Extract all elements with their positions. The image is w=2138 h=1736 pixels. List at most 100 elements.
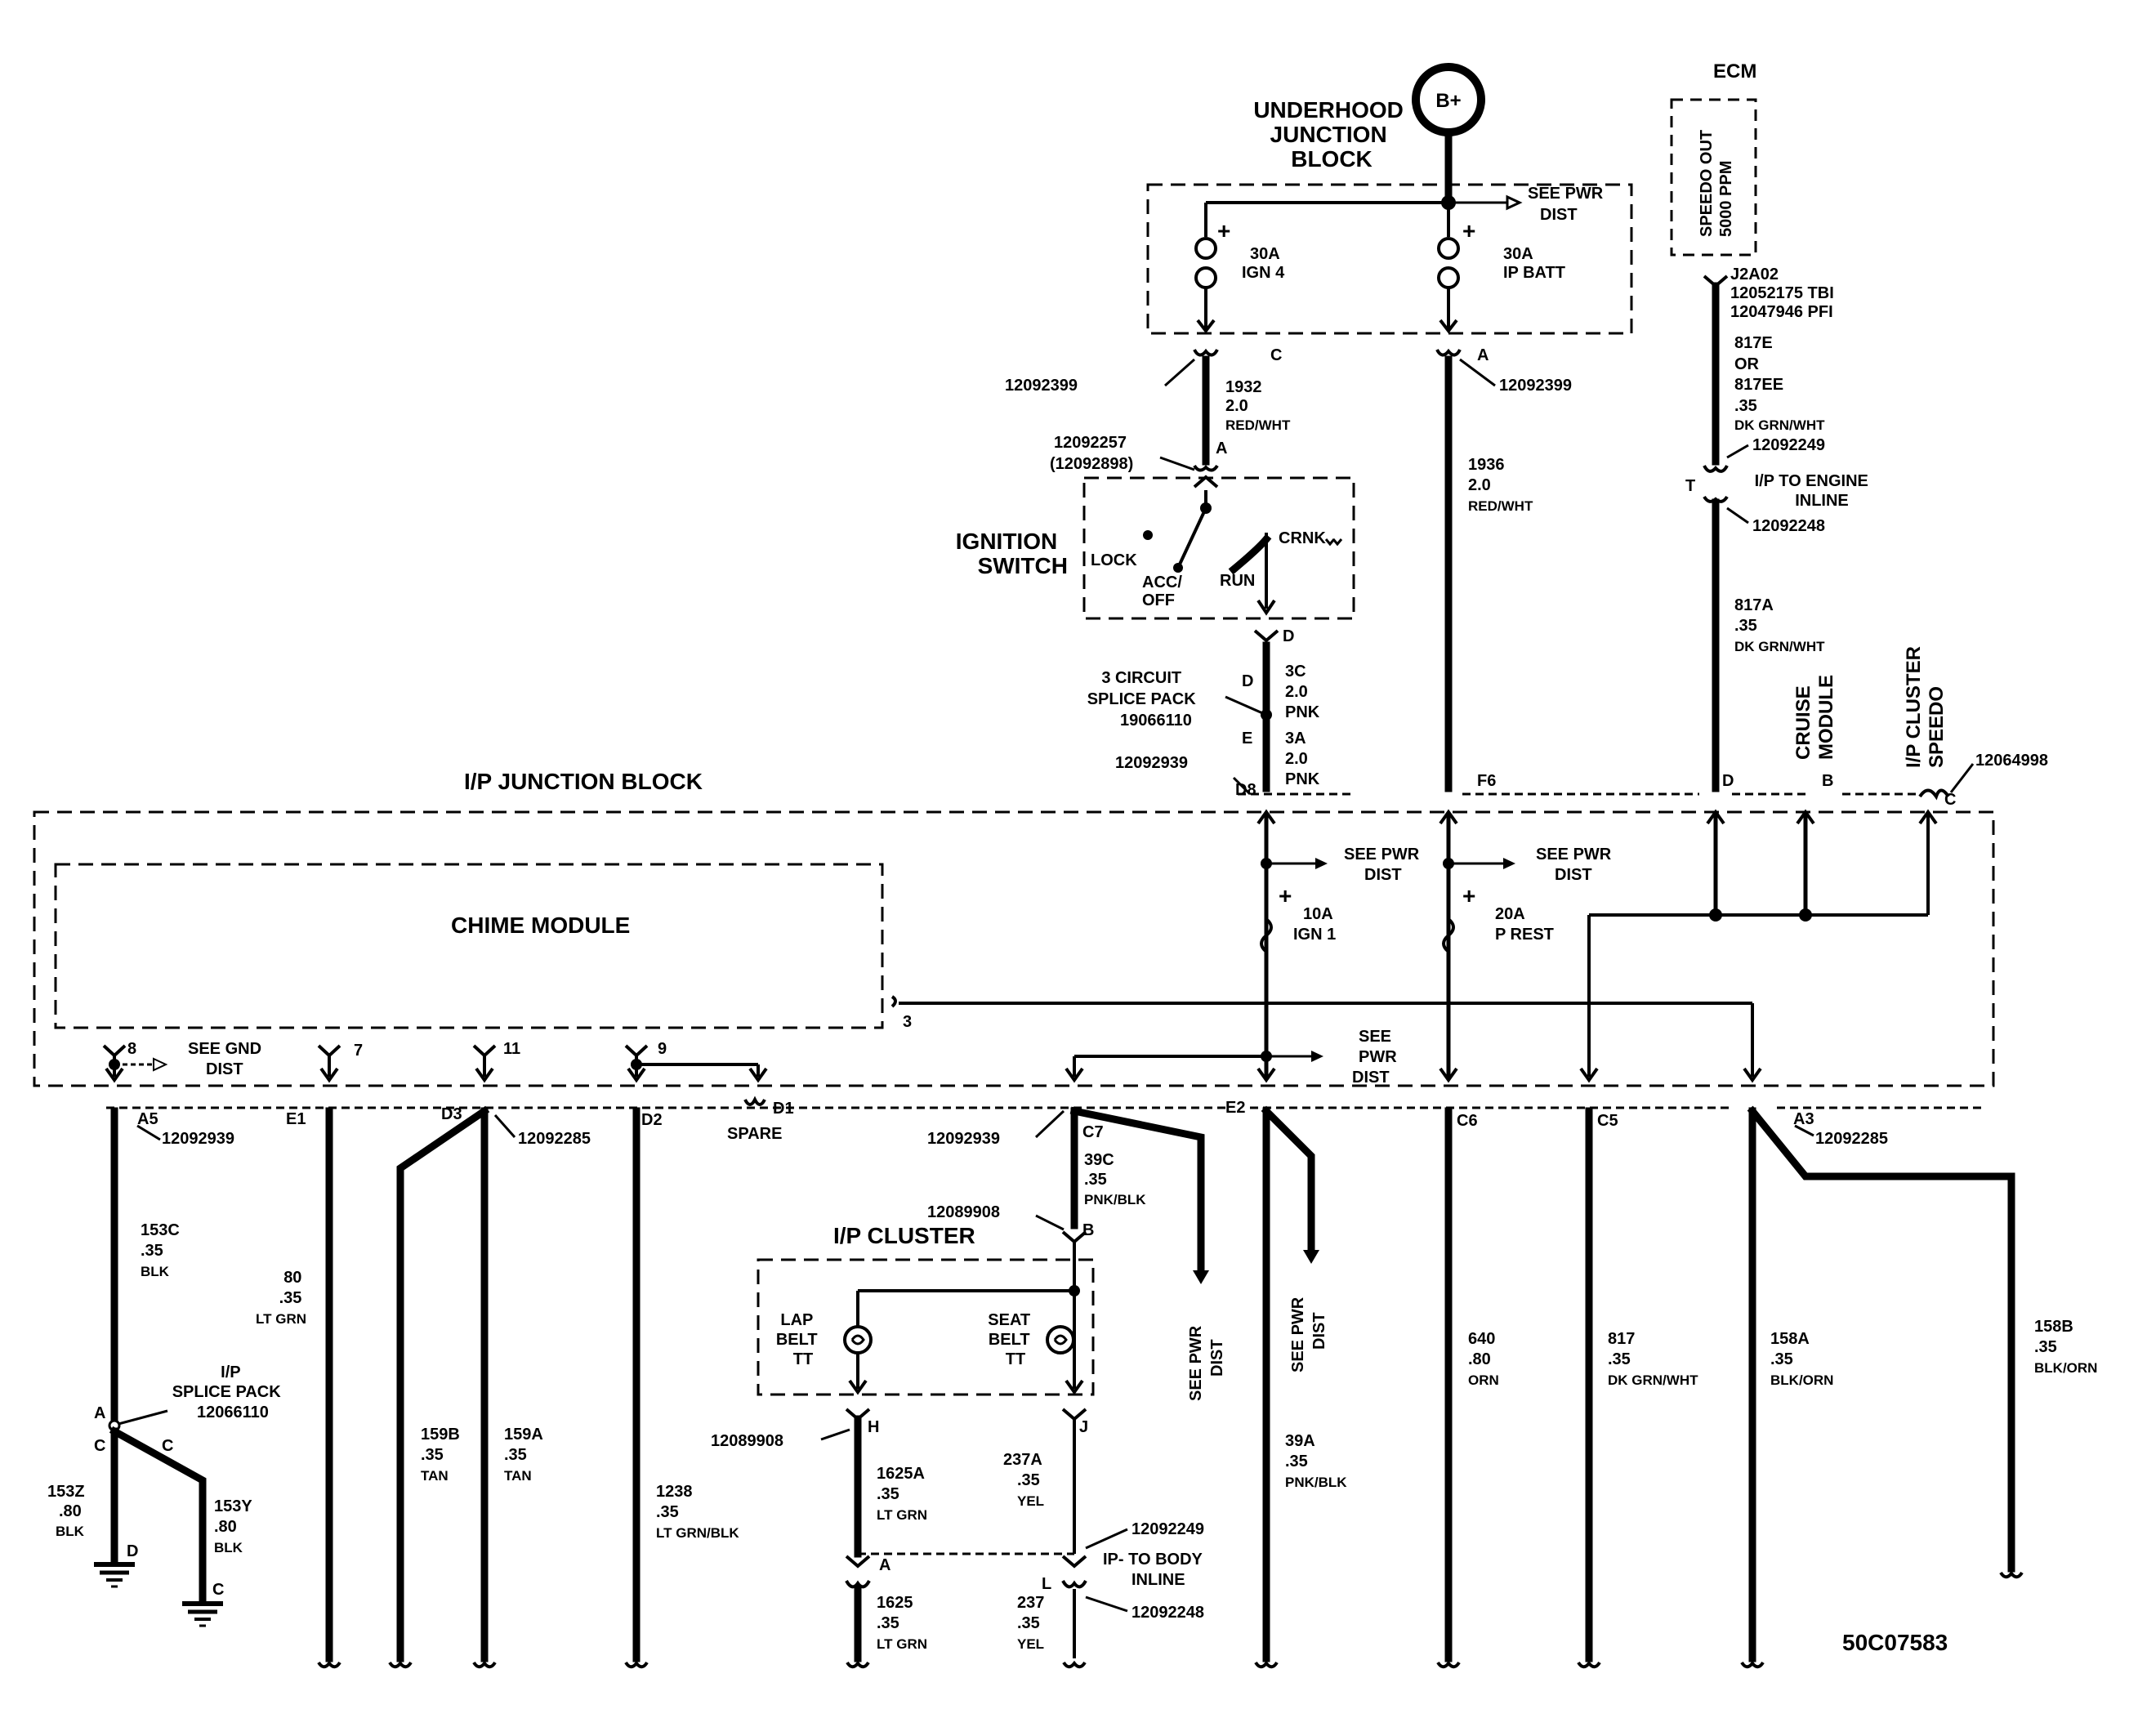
conn-12092399-left: 12092399 xyxy=(1005,377,1078,395)
pin-a-label: A xyxy=(1477,346,1489,364)
lap-belt-label: LAP BELT TT xyxy=(776,1311,822,1368)
splice-pack-19066110: 3 CIRCUIT SPLICE PACK 19066110 xyxy=(1087,669,1201,730)
ground-pin-c: C xyxy=(212,1581,224,1599)
spare-label: SPARE xyxy=(727,1125,782,1143)
lap-belt-lamp-icon xyxy=(843,1325,873,1354)
wire-3a-label: 3A 2.0 PNK xyxy=(1285,730,1320,788)
svg-text:+: + xyxy=(1279,883,1292,908)
acc-off-label: ACC/ OFF xyxy=(1142,573,1186,609)
cluster-speedo-label: I/P CLUSTER SPEEDO xyxy=(1903,640,1948,768)
fuse-ipbatt-label: 30A IP BATT xyxy=(1503,245,1565,282)
chime-pin-9: 9 xyxy=(658,1040,667,1058)
conn-12092399-right: 12092399 xyxy=(1499,377,1572,395)
splice-pin-d: D xyxy=(1242,672,1253,690)
wire-80-label: 80 .35 LT GRN xyxy=(256,1269,306,1327)
ecm-terminal: J2A02 12052175 TBI 12047946 PFI xyxy=(1730,266,1838,321)
conn-12092285-d3: 12092285 xyxy=(518,1130,591,1148)
conn-12089908-b: 12089908 xyxy=(927,1203,1000,1221)
ip-junction-title: I/P JUNCTION BLOCK xyxy=(464,769,703,794)
pin-c7: C7 xyxy=(1082,1123,1104,1141)
cruise-module-label: CRUISE MODULE xyxy=(1792,675,1837,760)
ground-pin-d: D xyxy=(127,1542,138,1560)
pin3-a3-segments xyxy=(1743,1003,1762,1083)
svg-text:+: + xyxy=(1462,883,1475,908)
wire-39c-label: 39C .35 PNK/BLK xyxy=(1084,1151,1146,1207)
fuse-ipbatt-icon xyxy=(1437,237,1460,260)
ip-engine-inline-label: I/P TO ENGINE INLINE xyxy=(1755,472,1873,510)
pin-d1: D1 xyxy=(773,1100,794,1118)
seat-belt-label: SEAT BELT TT xyxy=(988,1311,1034,1368)
ecm-pin-t: T xyxy=(1685,477,1695,495)
lock-label: LOCK xyxy=(1091,551,1137,569)
splice-pin-e: E xyxy=(1242,730,1252,748)
pin-c5: C5 xyxy=(1597,1112,1618,1130)
pin-speedo-c: C xyxy=(1944,791,1956,809)
inline-pin-a: A xyxy=(879,1556,890,1574)
wire-1936-label: 1936 2.0 RED/WHT xyxy=(1468,456,1533,514)
wire-158a-label: 158A .35 BLK/ORN xyxy=(1770,1330,1833,1388)
ignition-switch-box xyxy=(1082,476,1355,620)
wire-817-label: 817 .35 DK GRN/WHT xyxy=(1608,1330,1698,1388)
see-gnd-dist: SEE GND DIST xyxy=(188,1040,266,1078)
seat-belt-lamp-icon xyxy=(1046,1325,1075,1354)
ignition-pin-a: A xyxy=(1216,440,1227,457)
pin-d-label: D xyxy=(1283,627,1294,645)
conn-12089908-h: 12089908 xyxy=(711,1432,783,1450)
fuse-prest-label: 20A P REST xyxy=(1495,905,1554,944)
conn-12092249-ecm: 12092249 xyxy=(1752,436,1825,454)
ignition-switch-title: IGNITION SWITCH xyxy=(956,529,1068,578)
ip-cluster-title: I/P CLUSTER xyxy=(833,1223,975,1248)
wire-1932-label: 1932 2.0 RED/WHT xyxy=(1225,378,1291,433)
bottom-connector-row: A5 12092939 E1 D3 12092285 D2 D1 SPARE 1… xyxy=(106,1096,1985,1148)
ip-splice-pack: I/P SPLICE PACK 12066110 xyxy=(172,1363,286,1421)
ip-junction-box xyxy=(33,810,1995,1087)
wire-1238-label: 1238 .35 LT GRN/BLK xyxy=(656,1483,739,1541)
cluster-pin-h: H xyxy=(868,1418,879,1436)
conn-12092249-cluster: 12092249 xyxy=(1131,1520,1204,1538)
pin-a5: A5 xyxy=(137,1110,158,1128)
see-pwr-dist-3: SEE PWR DIST xyxy=(1352,1028,1401,1087)
fuse-ign4-icon xyxy=(1194,237,1217,260)
fuse-ign1-label: 10A IGN 1 xyxy=(1293,905,1337,944)
chime-pins: 8 SEE GND DIST 7 11 9 xyxy=(102,1040,768,1083)
underhood-box xyxy=(1146,183,1633,335)
pin-a3: A3 xyxy=(1793,1110,1814,1128)
document-id: 50C07583 xyxy=(1842,1630,1948,1655)
ign1-feed: D 3C 2.0 PNK 3A 2.0 PNK 3 CIRCUIT SPLICE… xyxy=(1087,627,1497,799)
pin-d8: D8 xyxy=(1235,781,1256,799)
wire-153z-label: 153Z .80 BLK xyxy=(47,1483,89,1539)
pin-c6: C6 xyxy=(1457,1112,1478,1130)
svg-text:+: + xyxy=(1462,218,1475,243)
see-pwr-dist-ign1: SEE PWR DIST xyxy=(1344,846,1424,884)
see-pwr-dist-prest: SEE PWR DIST xyxy=(1536,846,1616,884)
fuse-prest-icon xyxy=(1442,917,1455,953)
wire-817e-label: 817E OR 817EE .35 DK GRN/WHT xyxy=(1734,334,1825,433)
chime-pin-7: 7 xyxy=(354,1042,363,1060)
pin-cruise-d: D xyxy=(1722,772,1734,790)
wire-237a-label: 237A .35 YEL xyxy=(1003,1451,1047,1509)
conn-12092248-ecm: 12092248 xyxy=(1752,517,1825,535)
conn-12092939-d8: 12092939 xyxy=(1115,754,1188,772)
wire-3c-label: 3C 2.0 PNK xyxy=(1285,663,1320,721)
ground-icon xyxy=(182,1601,223,1627)
ground-icon xyxy=(94,1562,135,1588)
wire-153y-label: 153Y .80 BLK xyxy=(214,1497,257,1555)
chime-pin-11: 11 xyxy=(503,1040,520,1058)
bottom-wires: 153C .35 BLK A I/P SPLICE PACK 12066110 … xyxy=(47,1105,2097,1669)
wire-640-label: 640 .80 ORN xyxy=(1468,1330,1500,1388)
ecm-title: ECM xyxy=(1713,60,1756,83)
splice-pin-a: A xyxy=(94,1404,105,1422)
ip-cluster-box xyxy=(757,1258,1095,1396)
ecm: ECM SPEEDO OUT 5000 PPM J2A02 12052175 T… xyxy=(1670,60,2048,809)
conn-12064998: 12064998 xyxy=(1975,752,2048,770)
splice-pin-c1: C xyxy=(94,1437,105,1455)
conn-12092939-a5: 12092939 xyxy=(162,1130,234,1148)
pin-d2: D2 xyxy=(641,1111,663,1129)
pin-c-label: C xyxy=(1270,346,1282,364)
cluster-pin-b: B xyxy=(1082,1221,1094,1239)
underhood-title: UNDERHOOD JUNCTION BLOCK xyxy=(1253,97,1409,172)
chime-pin-8: 8 xyxy=(127,1040,136,1058)
ignition-connector: 12092257 (12092898) xyxy=(1050,434,1133,473)
wire-159b-label: 159B .35 TAN xyxy=(421,1426,464,1484)
